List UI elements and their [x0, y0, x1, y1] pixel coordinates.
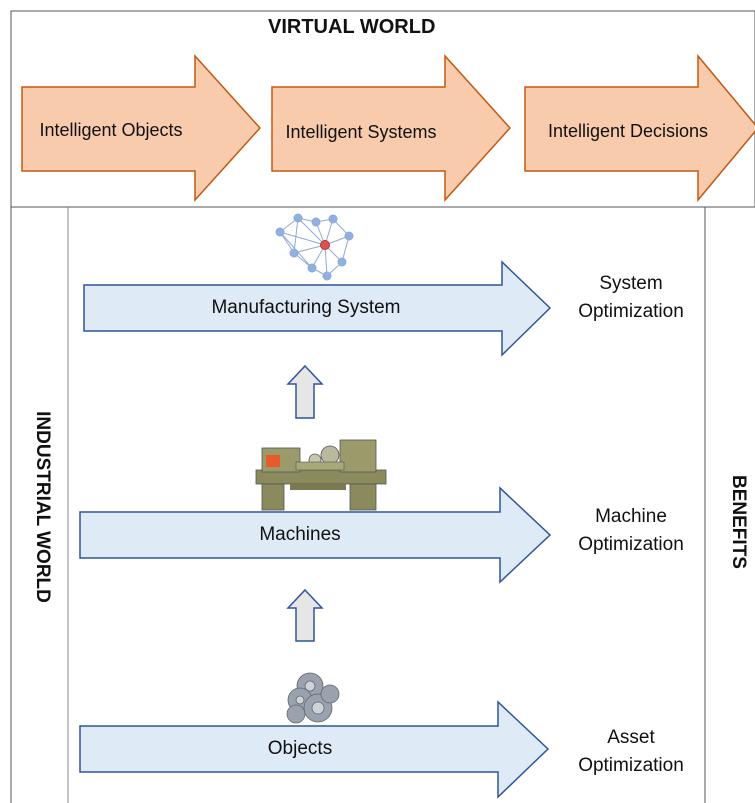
benefit-line2: Optimization — [578, 534, 684, 555]
benefit-line2: Optimization — [578, 755, 684, 776]
arrow-manufacturing-system — [83, 260, 552, 357]
gears-icon — [286, 672, 340, 724]
network-graph-icon — [275, 213, 354, 281]
virtual-world-title: VIRTUAL WORLD — [268, 16, 436, 38]
arrow-intelligent-decisions — [524, 53, 755, 203]
up-arrow-upper — [286, 364, 324, 419]
benefits-title: BENEFITS — [728, 475, 749, 569]
stage-label-intelligent-objects: Intelligent Objects — [39, 120, 183, 140]
level-label-manufacturing-system: Manufacturing System — [211, 297, 401, 318]
industrial-world-title: INDUSTRIAL WORLD — [32, 411, 53, 603]
arrow-intelligent-systems — [271, 54, 512, 202]
lathe-machine-icon — [255, 439, 387, 511]
arrow-intelligent-objects — [21, 54, 262, 202]
arrow-machines — [79, 486, 552, 584]
benefit-line2: Optimization — [578, 301, 684, 322]
arrow-objects — [79, 700, 550, 799]
benefit-system-optimization: System Optimization — [561, 270, 701, 326]
benefit-line1: Asset — [607, 727, 655, 748]
benefit-machine-optimization: Machine Optimization — [561, 503, 701, 559]
benefit-line1: System — [599, 273, 663, 294]
benefit-line1: Machine — [595, 506, 667, 527]
level-label-machines: Machines — [259, 524, 341, 545]
benefit-asset-optimization: Asset Optimization — [561, 724, 701, 780]
stage-label-intelligent-decisions: Intelligent Decisions — [547, 121, 709, 141]
level-label-objects: Objects — [267, 738, 333, 759]
stage-label-intelligent-systems: Intelligent Systems — [285, 122, 437, 142]
virtual-world-frame — [10, 10, 755, 208]
up-arrow-lower — [286, 588, 324, 642]
